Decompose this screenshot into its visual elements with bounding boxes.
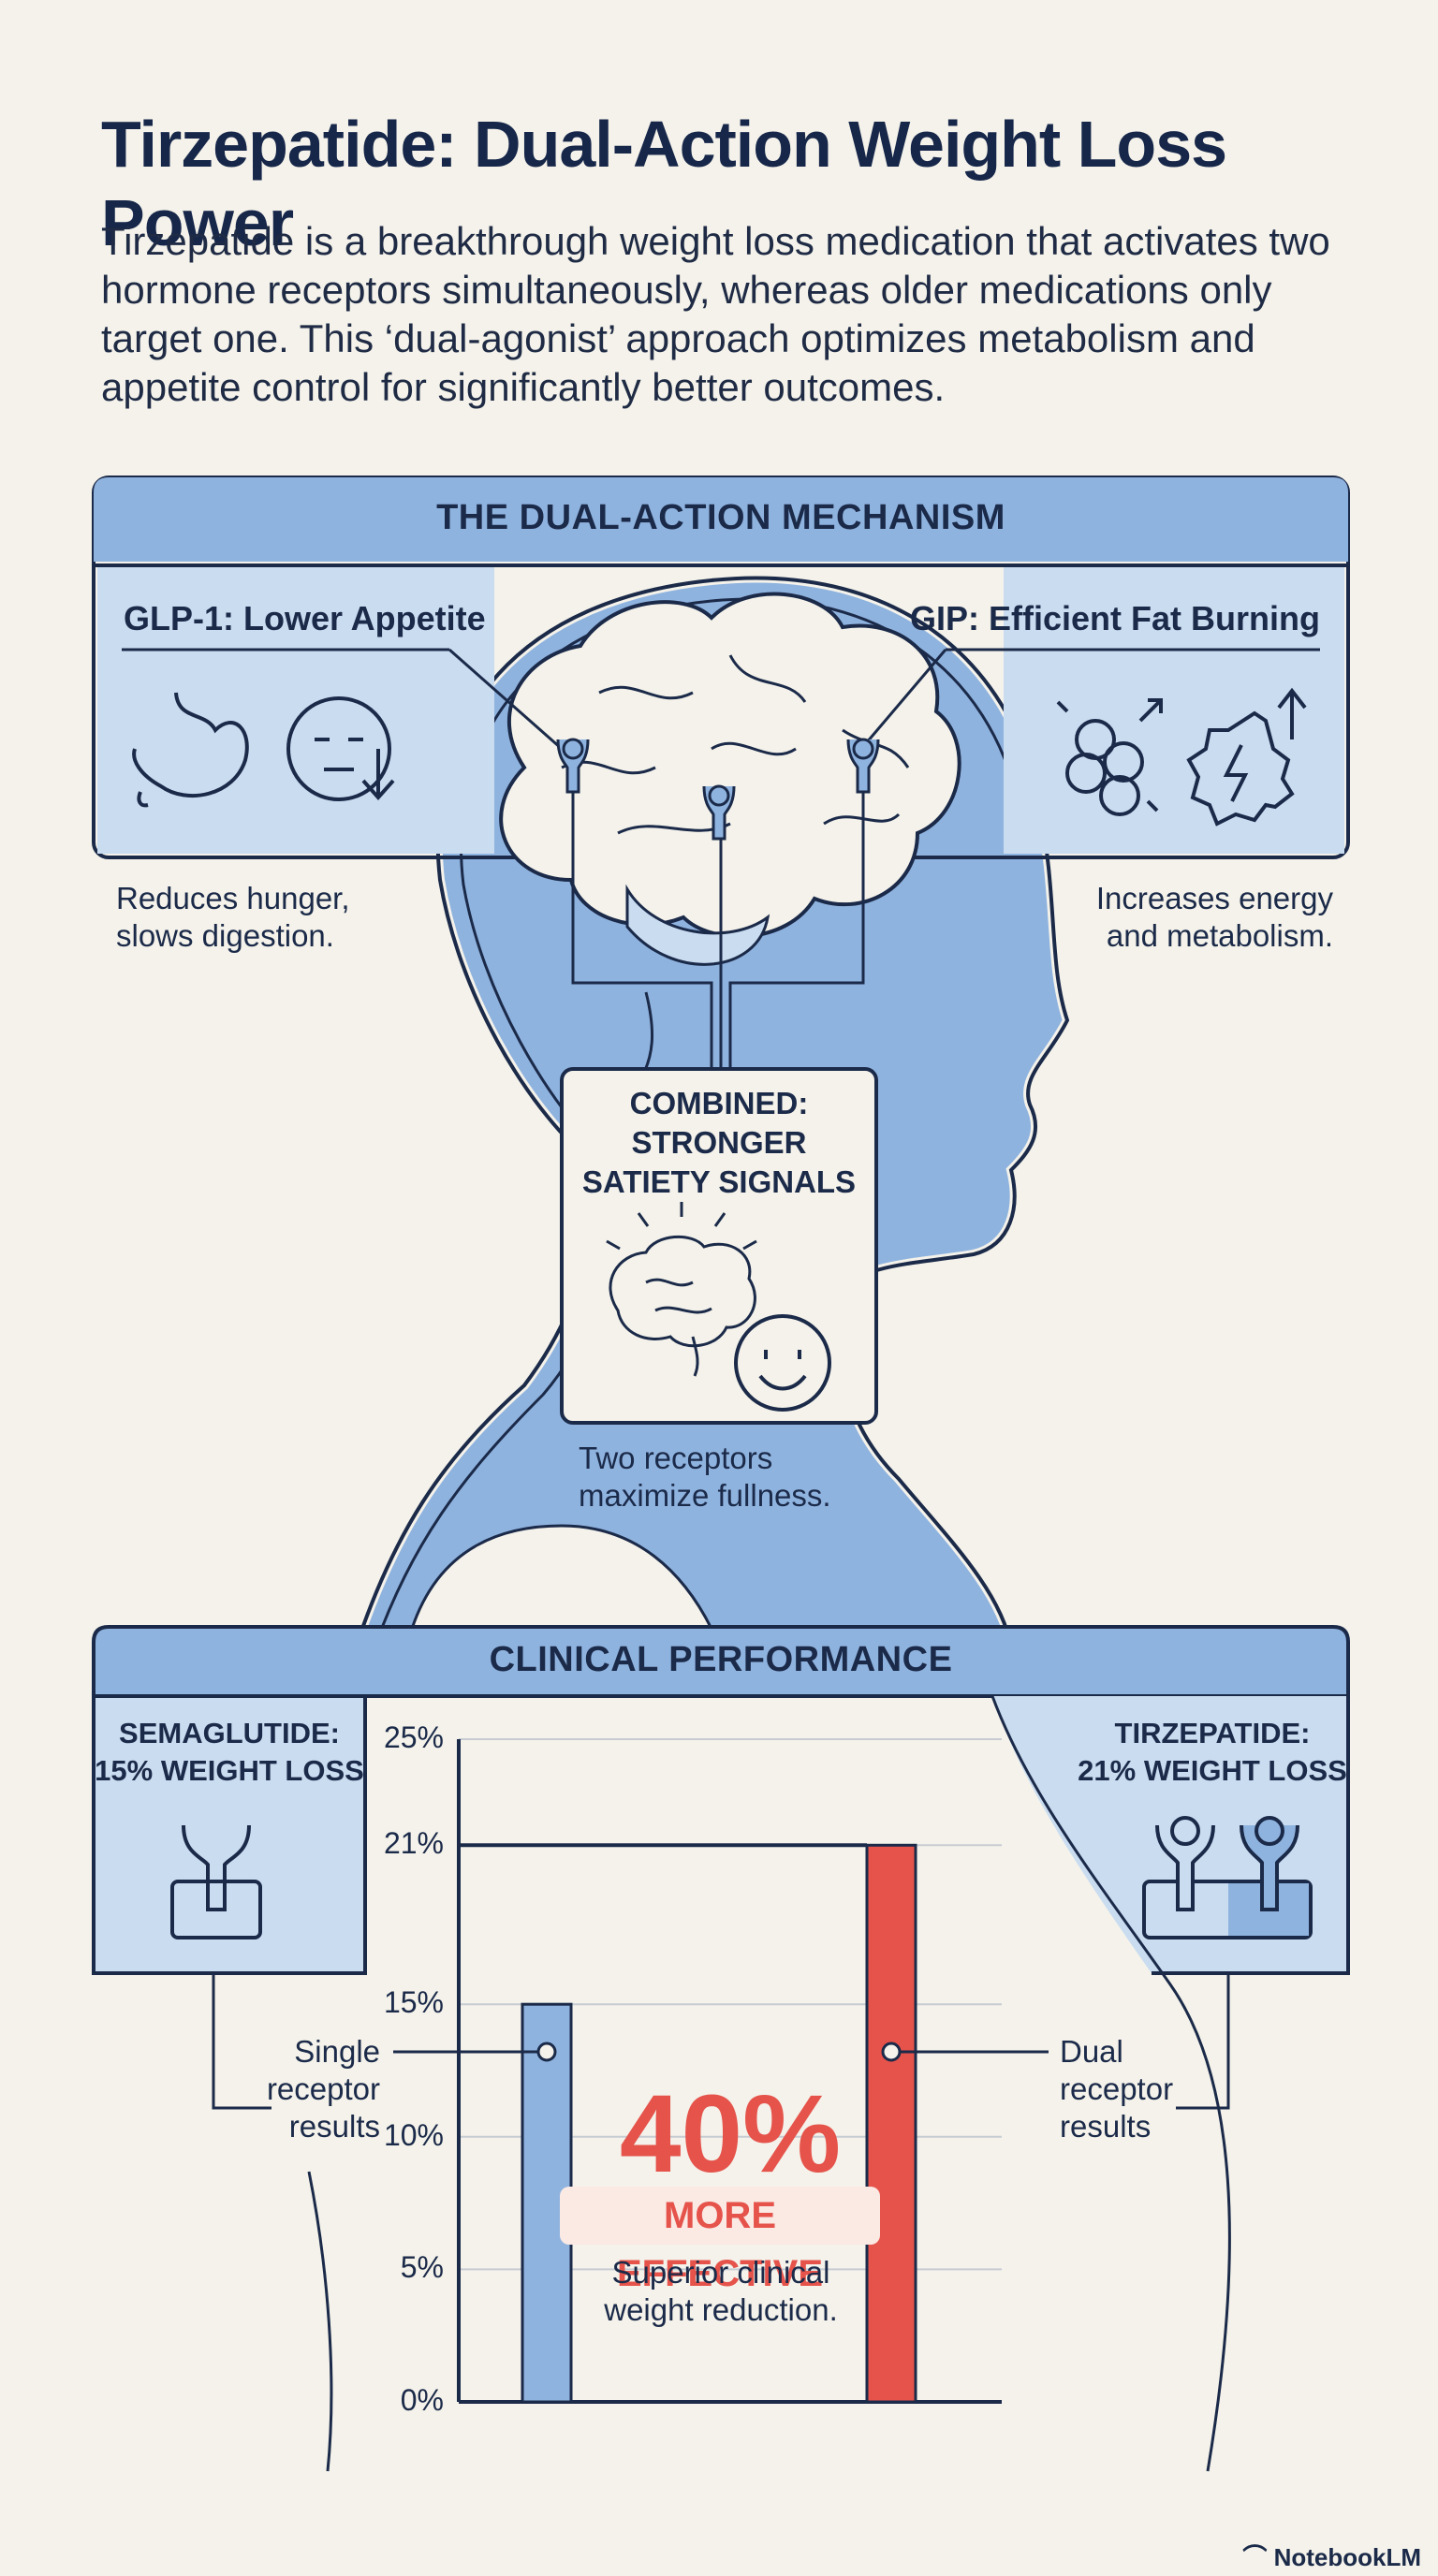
stomach-icon (132, 692, 249, 808)
intro-paragraph: Tirzepatide is a breakthrough weight los… (101, 219, 1330, 409)
gear-energy-icon (1186, 687, 1307, 827)
glp1-label: GLP-1: Lower Appetite (124, 599, 486, 637)
dual-receptor-icon (1142, 1816, 1313, 1939)
y-tick-label: 15% (383, 1985, 444, 2020)
y-tick-label: 25% (383, 1720, 444, 1754)
single-marker-dot (536, 2042, 557, 2062)
notebooklm-icon: ⌒ (1242, 2543, 1274, 2571)
y-tick-label: 10% (383, 2117, 444, 2152)
gip-label: GIP: Efficient Fat Burning (910, 599, 1320, 637)
y-tick-label: 21% (383, 1826, 444, 1861)
effectiveness-description: Superior clinical weight reduction. (604, 2255, 838, 2327)
fat-cells-icon (1056, 698, 1163, 816)
single-receptor-icon (170, 1824, 262, 1939)
semaglutide-label: SEMAGLUTIDE: 15% WEIGHT LOSS (95, 1717, 364, 1787)
combined-title: COMBINED: STRONGER SATIETY SIGNALS (581, 1086, 857, 1199)
smiley-icon (734, 1314, 831, 1412)
bar-tirzepatide (865, 1843, 917, 2404)
receptor-connectors (122, 648, 1320, 1067)
brand-logo: ⌒ NotebookLM (1242, 2543, 1421, 2571)
effectiveness-label: MORE EFFECTIVE (560, 2187, 880, 2294)
y-tick-label: 5% (400, 2250, 444, 2285)
dual-receptor-note: Dual receptor results (1060, 2034, 1174, 2144)
page-title: Tirzepatide: Dual-Action Weight Loss Pow… (101, 108, 1227, 259)
note-connectors (212, 1973, 1230, 2110)
receptor-icons (556, 738, 880, 841)
combined-box (560, 1067, 878, 1425)
sleepy-face-down-arrow-icon (286, 696, 395, 801)
effectiveness-value: 40% (619, 2072, 842, 2196)
tirzepatide-label: TIRZEPATIDE: 21% WEIGHT LOSS (1078, 1717, 1347, 1787)
combined-description: Two receptors maximize fullness. (579, 1441, 831, 1513)
small-brain-icon (606, 1202, 757, 1377)
y-tick-label: 0% (400, 2383, 444, 2417)
mechanism-panel (92, 476, 1350, 859)
glp1-description: Reduces hunger, slows digestion. (116, 881, 350, 953)
gip-description: Increases energy and metabolism. (1095, 881, 1333, 953)
clinical-heading: CLINICAL PERFORMANCE (489, 1640, 953, 1679)
dual-marker-dot (881, 2042, 902, 2062)
mechanism-heading: THE DUAL-ACTION MECHANISM (436, 498, 1005, 537)
single-receptor-note: Single receptor results (266, 2034, 380, 2144)
